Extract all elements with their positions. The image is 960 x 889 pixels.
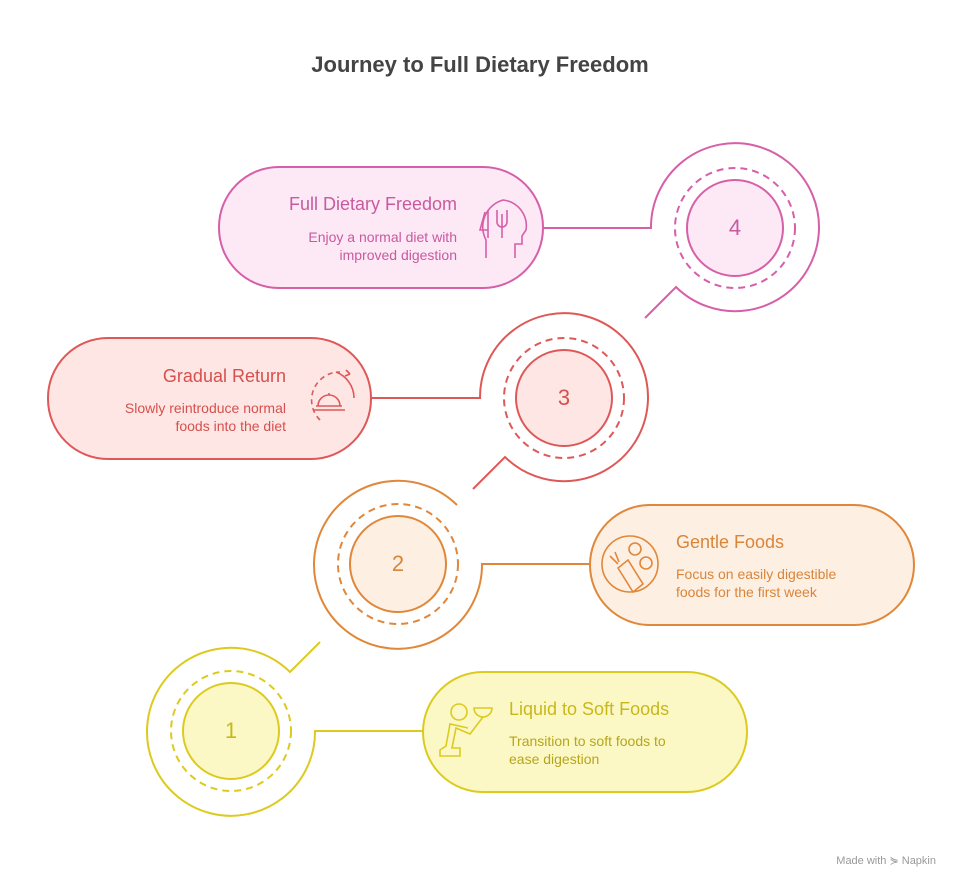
step-2-desc-line1: Focus on easily digestible <box>676 566 837 582</box>
step-3-desc-line2: foods into the diet <box>175 418 286 434</box>
step-2-dashed-ring <box>337 503 459 625</box>
step-1-connector <box>146 641 423 817</box>
step-2-graphics <box>313 479 915 650</box>
step-1-desc-line1: Transition to soft foods to <box>509 733 666 749</box>
step-2-connector <box>313 479 590 650</box>
step-4-number: 4 <box>728 215 742 240</box>
step-3-graphics <box>47 312 649 490</box>
step-1-number: 1 <box>224 718 238 743</box>
step-2-title: Gentle Foods <box>676 532 785 552</box>
step-1-description: Transition to soft foods to ease digestio… <box>509 732 666 768</box>
step-4-desc-line2: improved digestion <box>339 247 457 263</box>
step-3-badge <box>515 349 613 447</box>
step-1-title: Liquid to Soft Foods <box>509 699 670 719</box>
step-4-graphics <box>218 142 820 319</box>
step-4-title: Full Dietary Freedom <box>288 194 457 214</box>
cloche-icon <box>310 369 355 421</box>
step-4-connector <box>543 142 820 319</box>
step-1-graphics <box>146 641 748 817</box>
step-3-description: Slowly reintroduce normal foods into the … <box>60 399 286 435</box>
step-2-number: 2 <box>391 551 405 576</box>
person-holding-bowl-icon <box>439 703 493 757</box>
step-1-desc-line2: ease digestion <box>509 751 600 767</box>
step-4-desc-line1: Enjoy a normal diet with <box>308 229 457 245</box>
step-1-badge <box>182 682 280 780</box>
step-4-description: Enjoy a normal diet with improved digesti… <box>230 228 457 264</box>
page-title: Journey to Full Dietary Freedom <box>311 52 649 77</box>
step-2-badge <box>349 515 447 613</box>
step-1-dashed-ring <box>170 670 292 792</box>
step-3-number: 3 <box>557 385 571 410</box>
head-fork-knife-icon <box>478 199 528 258</box>
step-3-dashed-ring <box>503 337 625 459</box>
step-3-connector <box>371 312 649 490</box>
step-4-badge <box>686 179 784 277</box>
step-3-desc-line1: Slowly reintroduce normal <box>124 400 286 416</box>
step-2-description: Focus on easily digestible foods for the … <box>676 565 836 601</box>
carrot-broccoli-icon <box>601 535 659 594</box>
step-4-dashed-ring <box>674 167 796 289</box>
step-3-title: Gradual Return <box>162 366 286 386</box>
napkin-attribution: Made with ⋟ Napkin <box>836 855 936 867</box>
step-2-desc-line2: foods for the first week <box>676 584 817 600</box>
